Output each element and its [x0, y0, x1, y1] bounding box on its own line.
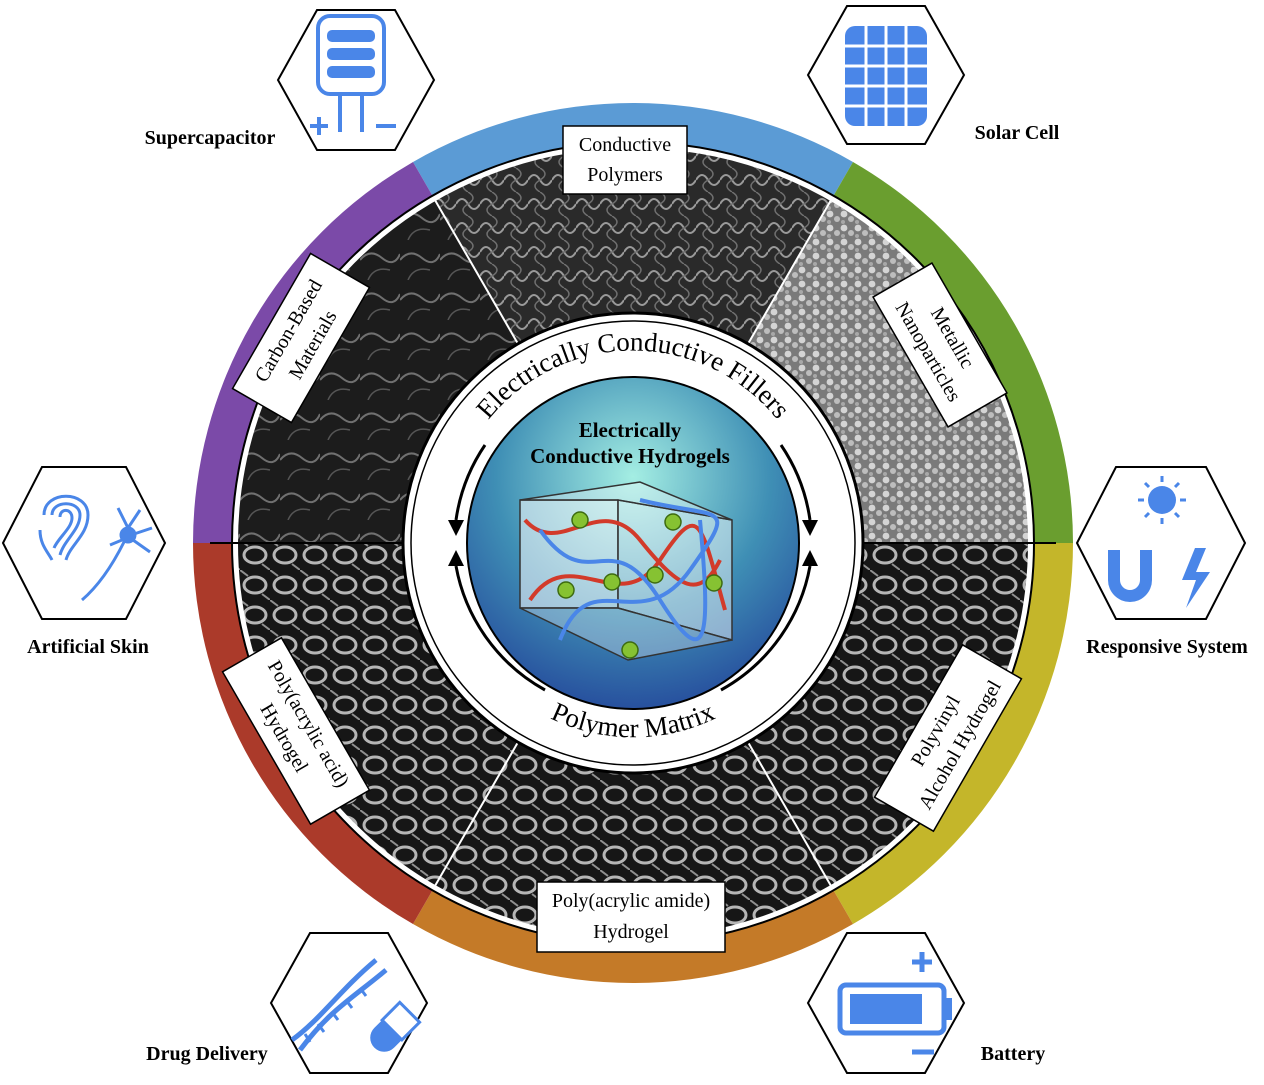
arrow-heads	[448, 520, 818, 566]
dna-capsule-icon	[290, 958, 422, 1052]
segment-label-line2: Hydrogel	[593, 921, 669, 943]
cycle-arrows	[454, 444, 812, 692]
band-conductive-polymers	[413, 102, 853, 199]
band-poly-acrylic-acid	[192, 543, 434, 925]
sun-magnet-lightning-icon	[1108, 476, 1210, 608]
band-carbon-based	[193, 161, 434, 543]
application-responsive-system: Responsive System	[1075, 466, 1248, 658]
battery-icon	[837, 952, 952, 1055]
center-title-line1: Electrically	[579, 418, 682, 442]
hydrogel-cube-illustration	[519, 481, 733, 661]
supercapacitor-icon	[310, 14, 396, 135]
application-label: Solar Cell	[975, 122, 1060, 144]
segment-label-line2: Polymers	[587, 164, 663, 186]
application-supercapacitor: Supercapacitor	[145, 9, 436, 151]
sector-divider-line	[747, 741, 833, 889]
center-sphere	[466, 376, 800, 710]
center-title-line2: Conductive Hydrogels	[530, 444, 730, 468]
segment-label-line1: Poly(acrylic amide)	[552, 890, 710, 912]
application-label: Supercapacitor	[145, 127, 276, 149]
solar-panel-icon	[845, 26, 927, 126]
application-label: Artificial Skin	[27, 636, 149, 658]
inner-disk-inner-border	[410, 320, 856, 766]
sector-divider-line	[433, 741, 519, 889]
band-poly-acrylic-amide	[413, 887, 853, 983]
band-polyvinyl-alcohol	[832, 543, 1073, 925]
application-battery: Battery	[806, 932, 1045, 1074]
segment-label-poly-acrylic-amide-hydrogel: Poly(acrylic amide) Hydrogel	[536, 881, 726, 953]
application-solar-cell: Solar Cell	[806, 5, 1060, 145]
segment-label-line1: Conductive	[579, 134, 671, 156]
band-metallic-nanoparticles	[832, 161, 1073, 543]
application-label: Drug Delivery	[146, 1043, 268, 1065]
sector-divider-line	[747, 197, 833, 345]
sector-divider-line	[433, 197, 519, 345]
application-label: Battery	[981, 1043, 1045, 1065]
segment-label-conductive-polymers: Conductive Polymers	[562, 125, 688, 195]
application-label: Responsive System	[1086, 636, 1248, 658]
application-artificial-skin: Artificial Skin	[1, 466, 167, 658]
segment-label-metallic-nanoparticles: Metallic Nanoparticles	[872, 262, 1008, 428]
fingerprint-neuron-icon	[38, 494, 153, 602]
segment-label-carbon-based-materials: Carbon-Based Materials	[231, 252, 371, 424]
outer-color-ring	[192, 102, 1073, 983]
application-drug-delivery: Drug Delivery	[146, 932, 429, 1074]
sector-dividers	[433, 197, 833, 889]
